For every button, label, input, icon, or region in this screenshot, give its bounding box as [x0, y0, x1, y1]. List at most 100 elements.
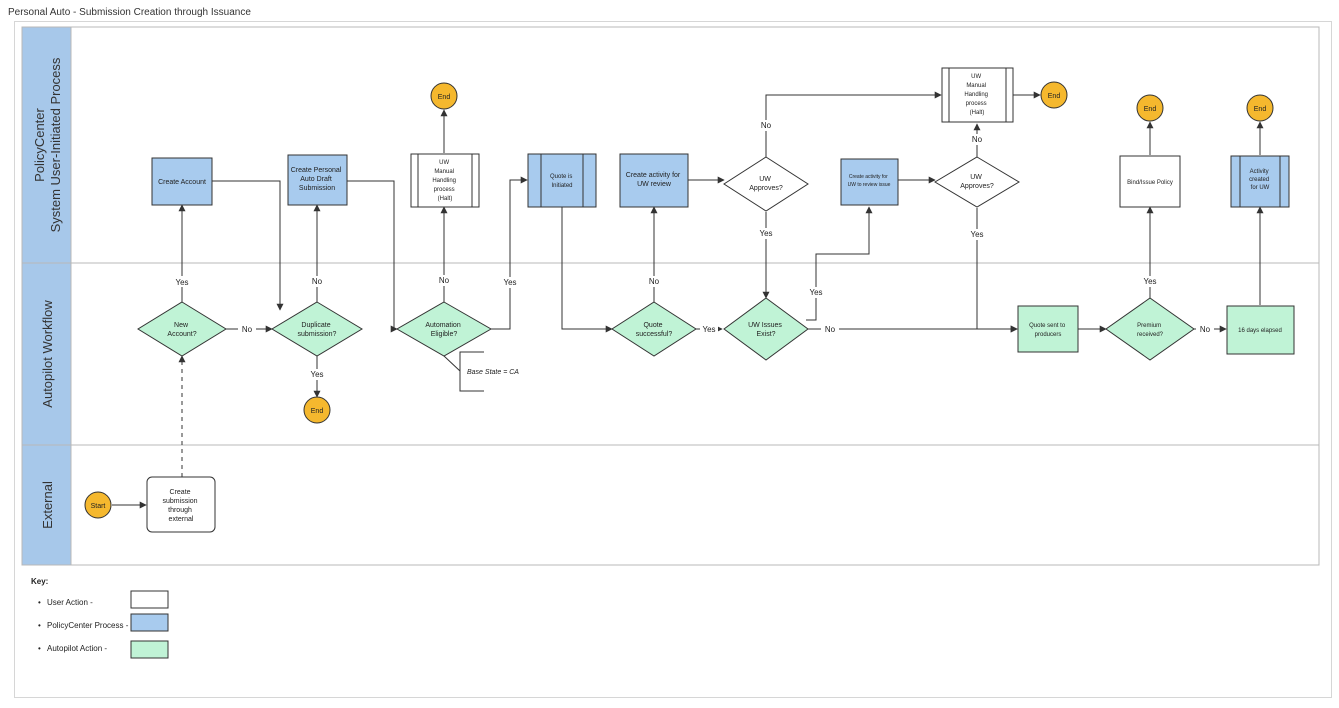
bind-issue-label: Bind/Issue Policy [1127, 180, 1173, 186]
edge-label-yes: Yes [970, 230, 983, 239]
svg-text:New Account?: New Account? [167, 322, 196, 338]
premium-received-line: received? [1137, 332, 1164, 338]
quote-initiated-line: Quote is [550, 174, 572, 180]
new-account-decision[interactable]: New Account? [137, 301, 227, 357]
svg-text:Create submission: Create submission through external [163, 489, 200, 523]
days-elapsed-node[interactable]: 16 days elapsed [1226, 305, 1295, 355]
svg-text:Automation Eligible?: Automation Eligible? [425, 322, 462, 338]
uw-manual-1-node[interactable]: UW Manual Handling process (Halt) [410, 153, 480, 208]
create-activity-uw-review-node[interactable]: Create activity for UW review [619, 153, 689, 208]
key-item-label: User Action - [47, 598, 93, 607]
key-title: Key: [31, 577, 48, 586]
activity-created-line: created [1249, 177, 1269, 183]
uw-approves-1-decision[interactable]: UW Approves? [723, 156, 809, 212]
quote-sent-node[interactable]: Quote sent to producers [1017, 305, 1079, 353]
svg-text:Create Personal Auto Dra: Create Personal Auto Draft Submission [291, 167, 344, 192]
quote-initiated-line: Initiated [551, 183, 572, 189]
uw-manual-2-line: Manual [966, 83, 986, 89]
svg-text:Quote successful?: Quote successful? [636, 322, 673, 338]
key-swatch-user-action [130, 590, 169, 609]
create-account-node[interactable]: Create Account [151, 157, 213, 206]
quote-initiated-node[interactable]: Quote is Initiated [527, 153, 597, 208]
key-legend: Key: • User Action - • PolicyCenter Proc… [31, 577, 169, 659]
edge-label-no: No [761, 121, 772, 130]
create-activity-issue-node[interactable]: Create activity for UW to review issue [840, 158, 899, 206]
create-submission-line: submission [163, 498, 198, 505]
page-title: Personal Auto - Submission Creation thro… [8, 7, 251, 18]
key-item-label: PolicyCenter Process - [47, 621, 129, 630]
edge-label-no: No [825, 325, 836, 334]
automation-eligible-line: Automation [425, 322, 461, 329]
key-bullet: • [38, 621, 41, 630]
key-bullet: • [38, 644, 41, 653]
end-duplicate-node[interactable]: End [303, 396, 331, 424]
end-label: End [1254, 106, 1267, 113]
uw-manual-2-line: process [966, 101, 987, 107]
bind-issue-node[interactable]: Bind/Issue Policy [1119, 155, 1181, 208]
activity-created-line: Activity [1250, 169, 1269, 175]
lane-title-external: External [40, 481, 55, 529]
uw-manual-1-line: (Halt) [438, 196, 453, 202]
uw-manual-1-line: UW [439, 160, 449, 166]
new-account-line: New [174, 322, 189, 329]
create-submission-node[interactable]: Create submission through external [146, 476, 216, 533]
end-activity-node[interactable]: End [1246, 94, 1274, 122]
quote-successful-decision[interactable]: Quote successful? [611, 301, 697, 357]
edge-label-no: No [439, 276, 450, 285]
uw-approves-2-line: UW [970, 174, 982, 181]
edge-label-no: No [1200, 325, 1211, 334]
new-account-line: Account? [167, 331, 196, 338]
svg-text:Create activity for UW t: Create activity for UW to review issue [848, 174, 891, 188]
uw-manual-1-line: Handling [432, 178, 456, 184]
uw-approves-2-line: Approves? [960, 183, 994, 190]
edge-label-no: No [972, 135, 983, 144]
key-bullet: • [38, 598, 41, 607]
end-label: End [1048, 93, 1061, 100]
start-node[interactable]: Start [84, 491, 112, 519]
create-submission-line: Create [170, 489, 191, 496]
svg-text:UW Manual Handling: UW Manual Handling process (Halt) [432, 160, 457, 202]
uw-manual-2-line: (Halt) [970, 110, 985, 116]
edge-label-yes: Yes [310, 370, 323, 379]
uw-approves-2-decision[interactable]: UW Approves? [934, 156, 1020, 208]
days-elapsed-label: 16 days elapsed [1238, 328, 1282, 334]
premium-received-decision[interactable]: Premium received? [1105, 297, 1195, 361]
edge-label-yes: Yes [1143, 277, 1156, 286]
uw-manual-2-line: UW [971, 74, 981, 80]
end-bind-node[interactable]: End [1136, 94, 1164, 122]
lane-title-policycenter-2: System User-Initiated Process [48, 57, 63, 232]
end-uw-manual-2-node[interactable]: End [1040, 81, 1068, 109]
end-label: End [1144, 106, 1157, 113]
activity-created-node[interactable]: Activity created for UW [1230, 155, 1290, 208]
duplicate-submission-decision[interactable]: Duplicate submission? [271, 301, 363, 357]
uw-issues-exist-line: UW Issues [748, 322, 782, 329]
lane-header-policycenter [21, 26, 72, 264]
automation-eligible-line: Eligible? [431, 331, 458, 338]
edge-label-yes: Yes [702, 325, 715, 334]
svg-text:UW Approves?: UW Approves? [749, 176, 783, 192]
uw-approves-1-line: Approves? [749, 185, 783, 192]
uw-manual-2-line: Handling [964, 92, 988, 98]
key-swatch-autopilot [130, 640, 169, 659]
edge-label-no: No [242, 325, 253, 334]
uw-issues-exist-line: Exist? [756, 331, 775, 338]
uw-manual-2-node[interactable]: UW Manual Handling process (Halt) [941, 67, 1014, 123]
end-uw-manual-1-node[interactable]: End [430, 82, 458, 110]
svg-text:Duplicate submission?: Duplicate submission? [298, 322, 337, 338]
edge-label-no: No [312, 277, 323, 286]
create-pa-draft-node[interactable]: Create Personal Auto Draft Submission [287, 154, 348, 206]
create-pa-draft-line: Submission [299, 185, 335, 192]
uw-manual-1-line: process [434, 187, 455, 193]
svg-text:UW Approves?: UW Approves? [960, 174, 994, 190]
edge-label-yes: Yes [503, 278, 516, 287]
lane-title-policycenter-1: PolicyCenter [32, 107, 47, 181]
base-state-note: Base State = CA [467, 369, 519, 376]
svg-text:Quote sent to producers: Quote sent to producers [1029, 323, 1067, 338]
lane-header-autopilot [21, 262, 72, 446]
quote-successful-line: Quote [643, 322, 662, 329]
automation-eligible-decision[interactable]: Automation Eligible? [395, 301, 493, 357]
lane-header-external [21, 444, 72, 566]
uw-issues-exist-decision[interactable]: UW Issues Exist? [723, 297, 809, 361]
create-pa-draft-line: Create Personal [291, 167, 342, 174]
